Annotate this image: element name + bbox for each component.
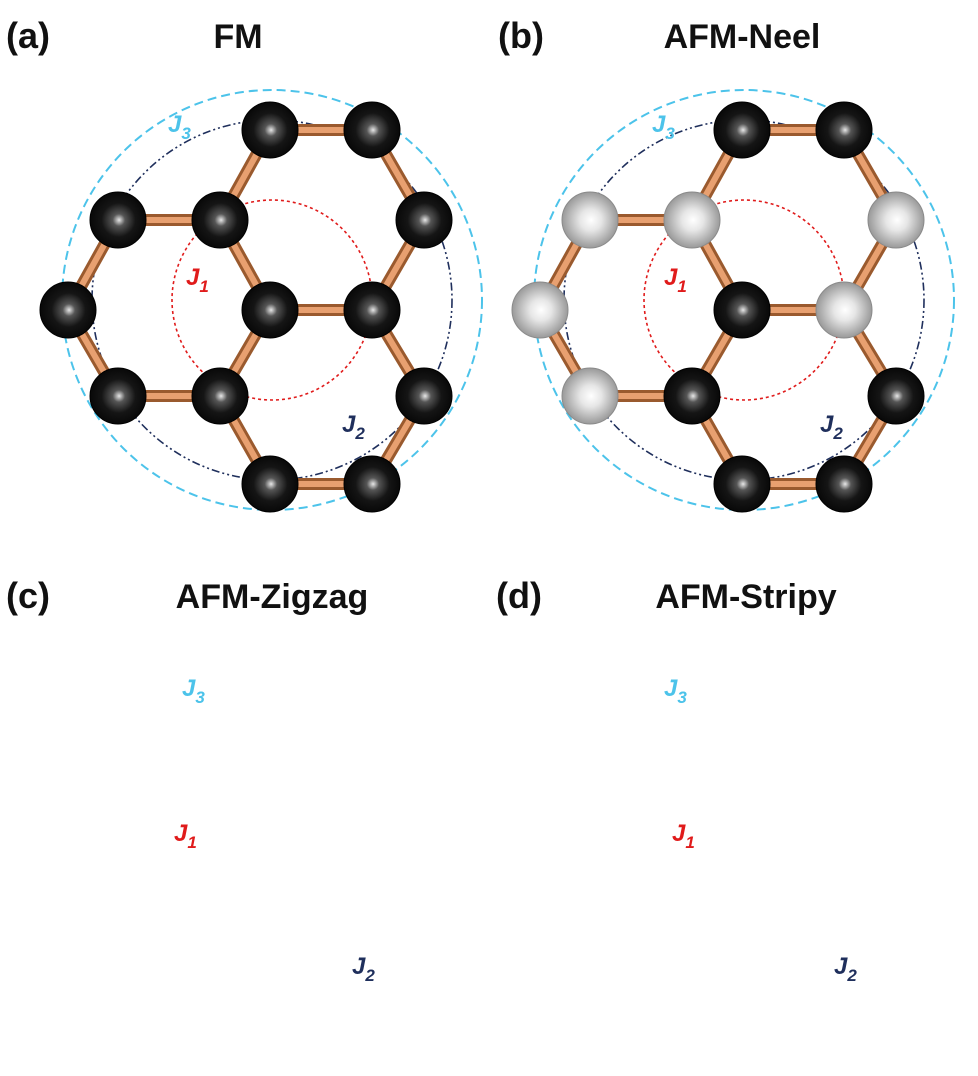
j3-label: J3 xyxy=(664,675,687,707)
spin-up-atom xyxy=(815,101,873,159)
j1-label: J1 xyxy=(664,264,687,296)
j1-label: J1 xyxy=(672,820,695,852)
panel-title: AFM-Stripy xyxy=(655,578,836,616)
j3-label: J3 xyxy=(652,111,675,143)
j3-label: J3 xyxy=(182,675,205,707)
j2-label: J2 xyxy=(352,953,375,985)
j3-label: J3 xyxy=(168,111,191,143)
spin-up-atom xyxy=(241,281,299,339)
j2-label: J2 xyxy=(834,953,857,985)
spin-up-atom xyxy=(89,367,147,425)
spin-up-atom xyxy=(663,367,721,425)
panel-letter: (a) xyxy=(6,15,50,56)
spin-up-atom xyxy=(815,455,873,513)
panel-letter: (b) xyxy=(498,15,544,56)
spin-down-atom xyxy=(815,281,873,339)
spin-down-atom xyxy=(561,191,619,249)
j1-label: J1 xyxy=(186,264,209,296)
j2-label: J2 xyxy=(342,411,365,443)
atoms xyxy=(511,101,925,513)
panel-b: (b) AFM-Neel J3 J1 J2 xyxy=(498,15,955,513)
spin-up-atom xyxy=(343,455,401,513)
spin-up-atom xyxy=(39,281,97,339)
spin-up-atom xyxy=(89,191,147,249)
spin-up-atom xyxy=(191,191,249,249)
panel-d: (d) AFM-Stripy J3 J1 J2 xyxy=(496,575,857,985)
panel-title: AFM-Zigzag xyxy=(176,578,369,616)
spin-up-atom xyxy=(191,367,249,425)
spin-up-atom xyxy=(395,191,453,249)
spin-up-atom xyxy=(713,455,771,513)
spin-up-atom xyxy=(241,455,299,513)
spin-up-atom xyxy=(867,367,925,425)
panel-title: FM xyxy=(213,18,262,56)
spin-down-atom xyxy=(561,367,619,425)
j1-label: J1 xyxy=(174,820,197,852)
atoms xyxy=(39,101,453,513)
spin-down-atom xyxy=(663,191,721,249)
j2-label: J2 xyxy=(820,411,843,443)
spin-down-atom xyxy=(867,191,925,249)
panel-letter: (d) xyxy=(496,575,542,616)
spin-up-atom xyxy=(395,367,453,425)
spin-down-atom xyxy=(511,281,569,339)
panel-title: AFM-Neel xyxy=(664,18,821,56)
spin-up-atom xyxy=(241,101,299,159)
spin-up-atom xyxy=(343,281,401,339)
spin-up-atom xyxy=(343,101,401,159)
spin-up-atom xyxy=(713,281,771,339)
spin-up-atom xyxy=(713,101,771,159)
panel-a: (a) FM J3 J1 J2 xyxy=(6,15,483,513)
panel-letter: (c) xyxy=(6,575,50,616)
panel-c: (c) AFM-Zigzag J3 J1 J2 xyxy=(6,575,375,985)
